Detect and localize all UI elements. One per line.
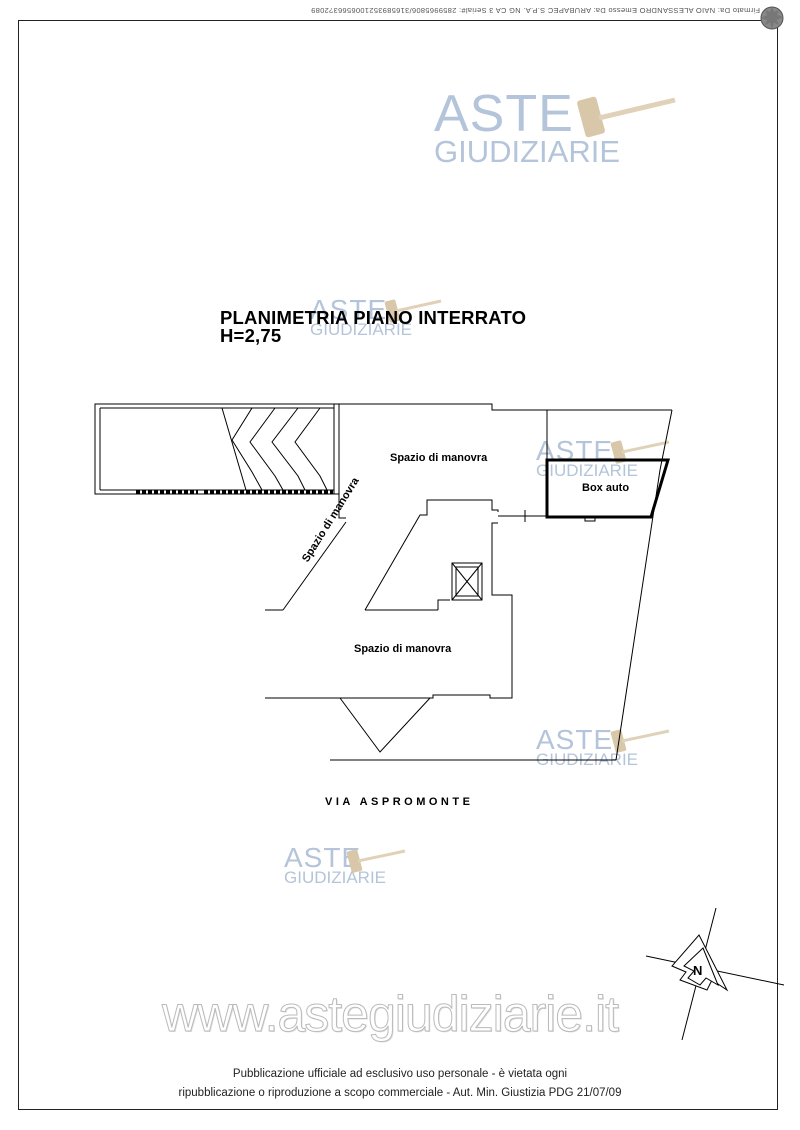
watermark-aste-5: ASTE GIUDIZIARIE: [284, 842, 387, 887]
gavel-icon: [346, 849, 406, 873]
footer-line2: ripubblicazione o riproduzione a scopo c…: [178, 1087, 622, 1099]
label-maneuver-top: Spazio di manovra: [390, 452, 488, 464]
website-watermark: www.astegiudiziarie.it: [162, 986, 620, 1043]
watermark-aste-4: ASTE GIUDIZIARIE: [536, 724, 639, 769]
plan-title: PLANIMETRIA PIANO INTERRATO H=2,75: [220, 307, 527, 346]
label-maneuver-bottom: Spazio di manovra: [354, 643, 452, 655]
watermark-aste-1: ASTE GIUDIZIARIE: [434, 85, 621, 169]
plan-title-height: H=2,75: [220, 325, 282, 346]
label-box-auto: Box auto: [582, 482, 630, 494]
gavel-icon: [577, 96, 676, 138]
watermark-aste-2: ASTE GIUDIZIARIE: [310, 294, 413, 339]
ramp-block: [94, 403, 340, 495]
label-street: VIA ASPROMONTE: [325, 796, 474, 808]
footer-line1: Pubblicazione ufficiale ad esclusivo uso…: [232, 1068, 568, 1080]
page-frame: [18, 20, 778, 1110]
plan-title-line1: PLANIMETRIA PIANO INTERRATO: [220, 307, 527, 328]
north-arrow-icon: N: [645, 907, 785, 1041]
gavel-icon: [610, 440, 670, 464]
seal-icon: [760, 6, 784, 30]
box-auto-outline: [545, 458, 671, 519]
svg-text:N: N: [693, 963, 702, 978]
gavel-icon: [384, 299, 442, 323]
